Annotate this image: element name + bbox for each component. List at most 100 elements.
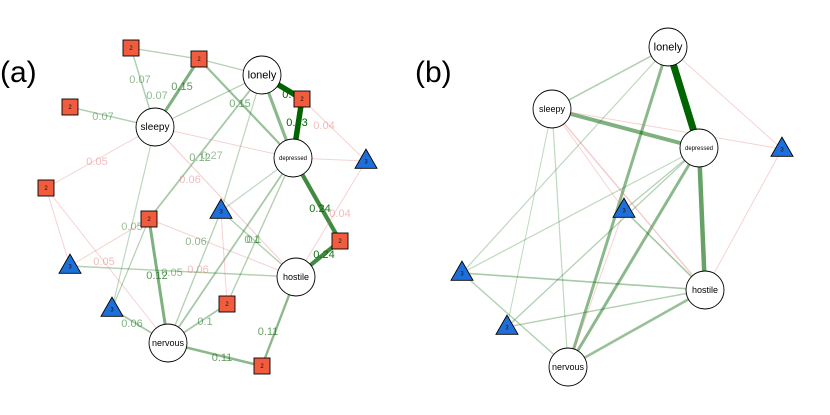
node-hostile: hostile bbox=[685, 270, 725, 310]
triangle-marker bbox=[209, 198, 233, 219]
triangle-marker-label: 3 bbox=[505, 326, 509, 332]
square-marker-label: 2 bbox=[68, 105, 72, 111]
node-label: hostile bbox=[283, 272, 309, 282]
edge-lonely-nervous bbox=[566, 45, 670, 369]
edge-weight-label: 0.11 bbox=[212, 352, 233, 364]
edge-sleepy-hostile bbox=[551, 108, 706, 291]
node-depressed: depressed bbox=[679, 128, 719, 168]
edge-weight-label: 0.06 bbox=[187, 264, 208, 276]
node-t4: 3 bbox=[495, 314, 519, 335]
square-marker bbox=[190, 50, 208, 68]
node-label: nervous bbox=[552, 362, 585, 372]
edge-weight-label: 0.27 bbox=[201, 150, 222, 162]
node-s2: 2 bbox=[190, 50, 208, 68]
edge-weight-label: 0.1 bbox=[246, 234, 261, 246]
node-nervous: nervous bbox=[148, 323, 188, 363]
variable-node-circle bbox=[532, 89, 572, 129]
panel-a: 0.430.430.240.240.070.070.150.150.070.12… bbox=[0, 39, 378, 375]
edge-s1-s2 bbox=[130, 47, 200, 60]
node-label: sleepy bbox=[539, 104, 566, 114]
node-sleepy: sleepy bbox=[532, 89, 572, 129]
edge-lonely-s6 bbox=[148, 74, 263, 220]
edge-t1-hostile bbox=[295, 160, 367, 278]
edge-sleepy-s5 bbox=[45, 126, 156, 189]
node-t3: 3 bbox=[450, 260, 474, 281]
edge-weight-label: 0.07 bbox=[92, 111, 113, 123]
node-label: lonely bbox=[248, 69, 277, 81]
square-marker bbox=[122, 39, 140, 57]
square-marker bbox=[61, 98, 79, 116]
triangle-marker-label: 3 bbox=[460, 272, 464, 278]
edge-weight-label: 0.24 bbox=[309, 203, 330, 215]
node-t2: 3 bbox=[612, 197, 636, 218]
variable-node-circle bbox=[685, 270, 725, 310]
edge-sleepy-nervous bbox=[551, 108, 569, 368]
edge-weight-label: 0.05 bbox=[121, 221, 142, 233]
edge-t3-hostile bbox=[461, 272, 706, 291]
node-label: depressed bbox=[685, 146, 713, 152]
nodes: lonely sleepy depressed hostile nervous 3 3 3 3 bbox=[450, 27, 794, 387]
edge-weight-label: 0.1 bbox=[244, 234, 259, 246]
triangle-marker bbox=[612, 197, 636, 218]
variable-node-circle bbox=[148, 323, 188, 363]
edge-sleepy-t4 bbox=[506, 108, 553, 328]
node-t1: 3 bbox=[770, 136, 794, 157]
edge-t4-s6 bbox=[111, 218, 150, 310]
triangle-marker-label: 3 bbox=[622, 209, 626, 215]
edge-weight-label: 0.15 bbox=[171, 81, 192, 93]
edge-t2-s8 bbox=[220, 210, 228, 305]
variable-node-circle bbox=[273, 138, 313, 178]
square-marker-label: 2 bbox=[147, 217, 151, 223]
edge-sleepy-depressed bbox=[154, 126, 294, 159]
variable-node-circle bbox=[548, 347, 588, 387]
edge-weight-label: 0.05 bbox=[86, 156, 107, 168]
node-hostile: hostile bbox=[276, 257, 316, 297]
node-s8: 2 bbox=[218, 295, 236, 313]
triangle-marker bbox=[495, 314, 519, 335]
edge-weight-label: 0.06 bbox=[179, 174, 200, 186]
edge-s2-depressed bbox=[197, 57, 295, 160]
panel-label-a: (a) bbox=[0, 56, 37, 89]
node-s3: 2 bbox=[61, 98, 79, 116]
node-label: lonely bbox=[654, 41, 683, 53]
edge-t4-hostile bbox=[506, 289, 706, 328]
square-marker bbox=[37, 179, 55, 197]
variable-node-circle bbox=[648, 27, 688, 67]
edge-t3-s6 bbox=[69, 218, 150, 267]
edge-lonely-t3 bbox=[461, 46, 669, 274]
triangle-marker-label: 3 bbox=[780, 148, 784, 154]
edge-weight-label: 0.04 bbox=[313, 120, 334, 132]
node-lonely: lonely bbox=[648, 27, 688, 67]
edge-t2-nervous bbox=[567, 209, 625, 368]
edge-weight-label: 0.12 bbox=[189, 152, 210, 164]
edge-lonely-sleepy bbox=[551, 46, 669, 110]
edge-sleepy-t4 bbox=[111, 126, 156, 310]
node-nervous: nervous bbox=[548, 347, 588, 387]
edge-weight-label: 0.07 bbox=[129, 74, 150, 86]
edge-weight-label: 0.24 bbox=[313, 249, 334, 261]
node-s9: 2 bbox=[253, 357, 271, 375]
edge-s5-t3 bbox=[45, 187, 71, 267]
edge-lonely-t1 bbox=[667, 46, 783, 150]
triangle-marker-label: 3 bbox=[219, 210, 223, 216]
edge-weight-label: 0.04 bbox=[329, 208, 350, 220]
edge-t3-hostile bbox=[69, 265, 297, 278]
edge-depressed-nervous bbox=[566, 146, 701, 369]
triangle-marker-label: 3 bbox=[110, 308, 114, 314]
edge-weight-label: 0.15 bbox=[229, 98, 250, 110]
node-s4: 2 bbox=[293, 90, 311, 108]
edge-sleepy-hostile bbox=[154, 126, 297, 278]
square-marker-label: 2 bbox=[197, 57, 201, 63]
edge-weight-label: 0.11 bbox=[258, 326, 279, 338]
node-label: sleepy bbox=[141, 122, 170, 133]
edge-lonely-t2 bbox=[220, 74, 263, 212]
variable-node-circle bbox=[135, 107, 175, 147]
edge-weight-label: 0.1 bbox=[197, 316, 212, 328]
square-marker-label: 2 bbox=[260, 364, 264, 370]
node-lonely: lonely bbox=[242, 55, 282, 95]
square-marker bbox=[218, 295, 236, 313]
node-s5: 2 bbox=[37, 179, 55, 197]
node-t3: 3 bbox=[58, 253, 82, 274]
triangle-marker-label: 3 bbox=[364, 160, 368, 166]
